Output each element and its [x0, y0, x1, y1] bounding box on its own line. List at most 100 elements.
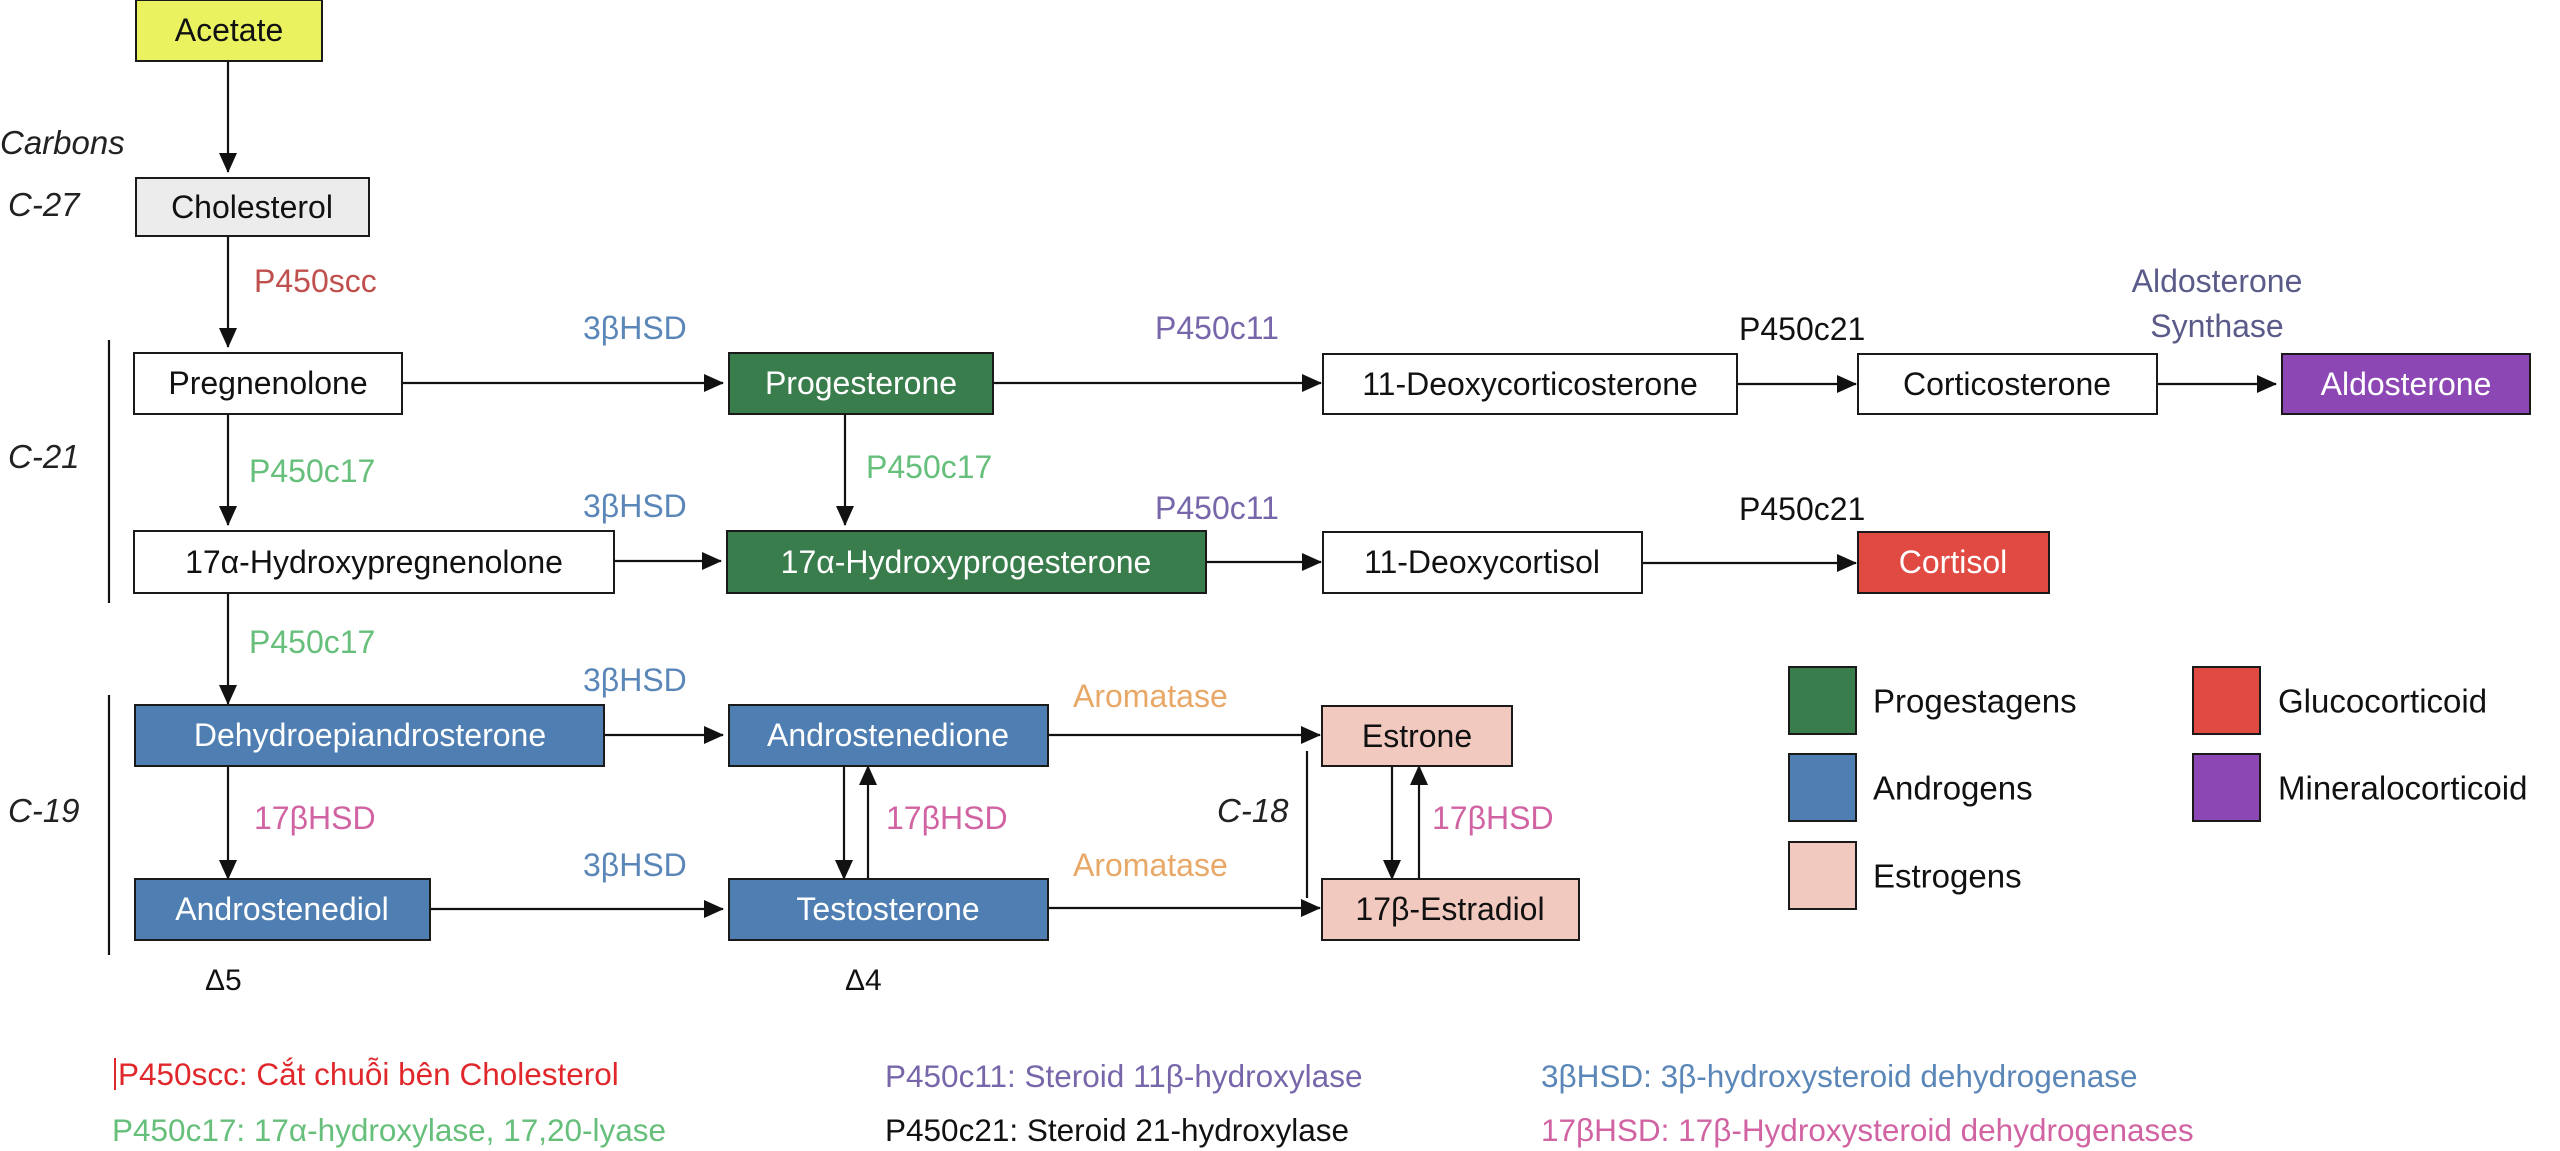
enzyme-aldo-synthase-line2: Synthase — [2150, 308, 2283, 344]
node-acetate: Acetate — [135, 0, 323, 62]
footnote-p450scc: P450scc: Cắt chuỗi bên Cholesterol — [118, 1056, 619, 1092]
hydroxypregnenolone-label: 17α-Hydroxypregnenolone — [185, 544, 563, 580]
legend-swatch-mineralocorticoid — [2192, 753, 2261, 822]
node-corticosterone: Corticosterone — [1857, 353, 2158, 415]
enzyme-hsd17b-2: 17βHSD — [886, 800, 1008, 836]
cholesterol-label: Cholesterol — [171, 189, 333, 225]
edges — [219, 62, 2277, 918]
hydroxyprogesterone-box — [726, 530, 1207, 594]
delta-labels: Δ5 Δ4 — [205, 964, 882, 997]
androstenediol-box — [134, 878, 431, 941]
footnote-hsd3b: 3βHSD: 3β-hydroxysteroid dehydrogenase — [1541, 1058, 2138, 1094]
acetate-box — [135, 0, 323, 62]
estradiol-label: 17β-Estradiol — [1355, 891, 1544, 927]
node-estrone: Estrone — [1321, 705, 1513, 767]
delta-5-label: Δ5 — [205, 964, 242, 997]
enzyme-p450scc: P450scc — [254, 263, 377, 299]
deoxycorticosterone-label: 11-Deoxycorticosterone — [1362, 366, 1698, 402]
legend: Progestagens Androgens Estrogens Glucoco… — [1788, 666, 2527, 910]
footnote-hsd17b: 17βHSD: 17β-Hydroxysteroid dehydrogenase… — [1541, 1112, 2194, 1148]
footnote-p450c17: P450c17: 17α-hydroxylase, 17,20-lyase — [112, 1112, 666, 1148]
legend-label-progestagens: Progestagens — [1873, 683, 2077, 720]
legend-label-estrogens: Estrogens — [1873, 858, 2022, 895]
carbon-c18: C-18 — [1217, 792, 1289, 829]
enzyme-p450c21-1: P450c21 — [1739, 311, 1865, 347]
cortisol-label: Cortisol — [1899, 544, 2007, 580]
legend-label-mineralocorticoid: Mineralocorticoid — [2278, 770, 2527, 807]
node-hydroxyprogesterone: 17α-Hydroxyprogesterone — [726, 530, 1207, 594]
node-cholesterol: Cholesterol — [135, 177, 370, 237]
aldosterone-label: Aldosterone — [2321, 366, 2492, 402]
estradiol-box — [1321, 878, 1580, 941]
node-pregnenolone: Pregnenolone — [133, 352, 403, 415]
deoxycortisol-box — [1322, 531, 1643, 594]
legend-label-androgens: Androgens — [1873, 770, 2033, 807]
enzyme-labels: P450scc 3βHSD P450c11 P450c21 Aldosteron… — [249, 263, 2302, 883]
enzyme-hsd3b-2: 3βHSD — [583, 488, 687, 524]
node-hydroxypregnenolone: 17α-Hydroxypregnenolone — [133, 530, 615, 594]
corticosterone-label: Corticosterone — [1903, 366, 2111, 402]
node-deoxycorticosterone: 11-Deoxycorticosterone — [1322, 353, 1738, 415]
deoxycortisol-label: 11-Deoxycortisol — [1364, 544, 1600, 580]
carbons-title: Carbons — [0, 124, 125, 161]
androstenediol-label: Androstenediol — [175, 891, 388, 927]
carbon-c19: C-19 — [8, 792, 80, 829]
enzyme-hsd3b-4: 3βHSD — [583, 847, 687, 883]
node-cortisol: Cortisol — [1857, 531, 2050, 594]
node-testosterone: Testosterone — [728, 878, 1049, 941]
hydroxyprogesterone-label: 17α-Hydroxyprogesterone — [781, 544, 1152, 580]
enzyme-hsd17b-3: 17βHSD — [1432, 800, 1554, 836]
enzyme-p450c11-1: P450c11 — [1155, 310, 1279, 346]
cholesterol-box — [135, 177, 370, 237]
estrone-label: Estrone — [1362, 718, 1472, 754]
enzyme-p450c21-2: P450c21 — [1739, 491, 1865, 527]
legend-label-glucocorticoid: Glucocorticoid — [2278, 683, 2487, 720]
cortisol-box — [1857, 531, 2050, 594]
node-progesterone: Progesterone — [728, 352, 994, 415]
testosterone-box — [728, 878, 1049, 941]
hydroxypregnenolone-box — [133, 530, 615, 594]
enzyme-hsd3b-1: 3βHSD — [583, 310, 687, 346]
pregnenolone-label: Pregnenolone — [168, 365, 367, 401]
enzyme-aldo-synthase-line1: Aldosterone — [2132, 263, 2303, 299]
enzyme-p450c17-3: P450c17 — [249, 624, 375, 660]
legend-swatch-progestagens — [1788, 666, 1857, 735]
androstenedione-label: Androstenedione — [767, 717, 1009, 753]
androstenedione-box — [728, 704, 1049, 767]
node-dhea: Dehydroepiandrosterone — [134, 704, 605, 767]
enzyme-hsd17b-1: 17βHSD — [254, 800, 376, 836]
carbon-brackets — [107, 340, 1309, 955]
legend-swatch-estrogens — [1788, 841, 1857, 910]
delta-4-label: Δ4 — [845, 964, 882, 997]
legend-swatch-glucocorticoid — [2192, 666, 2261, 735]
footnotes: P450scc: Cắt chuỗi bên Cholesterol P450c… — [112, 1056, 2194, 1148]
enzyme-p450c17-2: P450c17 — [866, 449, 992, 485]
node-androstenediol: Androstenediol — [134, 878, 431, 941]
corticosterone-box — [1857, 353, 2158, 415]
enzyme-p450c17-1: P450c17 — [249, 453, 375, 489]
dhea-box — [134, 704, 605, 767]
node-deoxycortisol: 11-Deoxycortisol — [1322, 531, 1643, 594]
carbon-c21: C-21 — [8, 438, 80, 475]
carbon-c27: C-27 — [8, 186, 81, 223]
estrone-box — [1321, 705, 1513, 767]
testosterone-label: Testosterone — [796, 891, 979, 927]
enzyme-aromatase-1: Aromatase — [1073, 678, 1228, 714]
footnote-p450c11: P450c11: Steroid 11β-hydroxylase — [885, 1058, 1362, 1094]
enzyme-aromatase-2: Aromatase — [1073, 847, 1228, 883]
deoxycorticosterone-box — [1322, 353, 1738, 415]
pregnenolone-box — [133, 352, 403, 415]
node-androstenedione: Androstenedione — [728, 704, 1049, 767]
footnote-p450c21: P450c21: Steroid 21-hydroxylase — [885, 1112, 1349, 1148]
progesterone-label: Progesterone — [765, 365, 957, 401]
progesterone-box — [728, 352, 994, 415]
acetate-label: Acetate — [175, 12, 284, 48]
dhea-label: Dehydroepiandrosterone — [194, 717, 546, 753]
node-estradiol: 17β-Estradiol — [1321, 878, 1580, 941]
legend-swatch-androgens — [1788, 753, 1857, 822]
aldosterone-box — [2281, 353, 2531, 415]
nodes: Acetate Cholesterol Pregnenolone Progest… — [133, 0, 2531, 941]
enzyme-p450c11-2: P450c11 — [1155, 490, 1279, 526]
carbon-labels: Carbons C-27 C-21 C-19 C-18 — [0, 124, 1289, 829]
